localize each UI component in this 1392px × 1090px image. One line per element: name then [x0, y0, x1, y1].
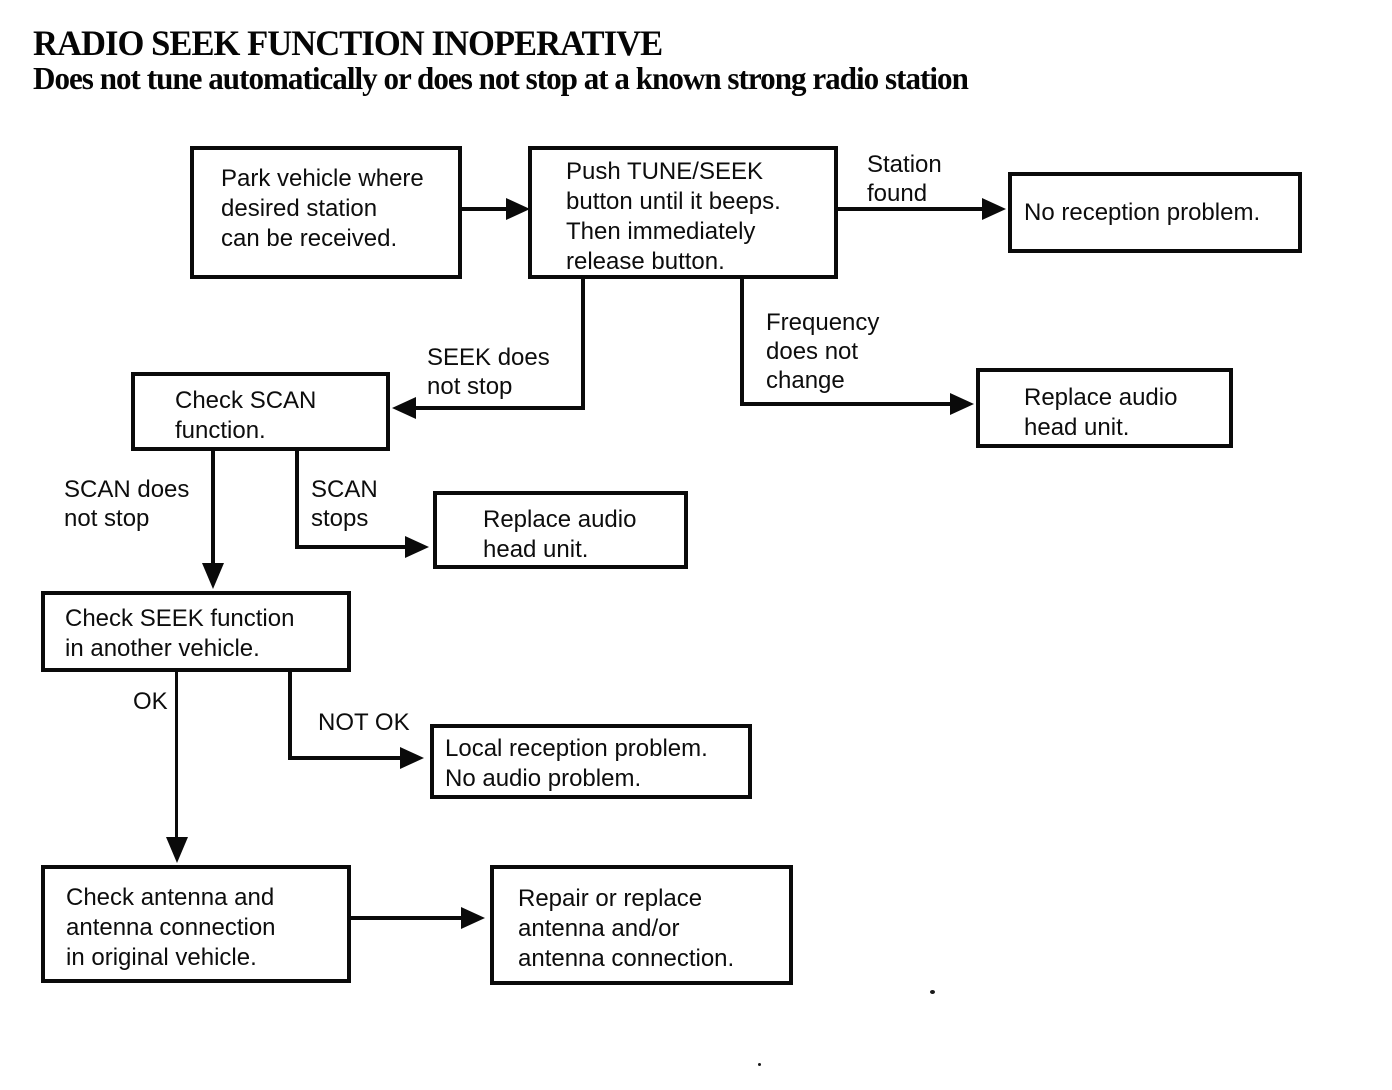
edge-label-not-ok: NOT OK — [318, 709, 410, 736]
arrowhead-antenna-to-repair — [461, 907, 485, 929]
edge-label-frequency-does-not-change: Frequency does not change — [766, 309, 880, 394]
arrowhead-station-found — [982, 198, 1006, 220]
arrow-line-not-ok-horizontal — [290, 756, 402, 760]
node-check-seek-another-vehicle: Check SEEK function in another vehicle. — [41, 591, 351, 672]
arrow-line-seek-not-stop-horizontal — [413, 406, 585, 410]
node-replace-audio-head-scan: Replace audio head unit. — [433, 491, 688, 569]
node-local-reception-problem: Local reception problem. No audio proble… — [430, 724, 752, 799]
arrowhead-park-to-push — [506, 198, 530, 220]
node-repair-antenna: Repair or replace antenna and/or antenna… — [490, 865, 793, 985]
arrow-line-station-found — [838, 207, 984, 211]
arrow-line-not-ok-vertical — [288, 672, 292, 760]
arrow-line-frequency-horizontal — [742, 402, 952, 406]
node-check-antenna: Check antenna and antenna connection in … — [41, 865, 351, 983]
node-push-tune-seek: Push TUNE/SEEK button until it beeps. Th… — [528, 146, 838, 279]
scan-artifact-dot — [930, 990, 935, 994]
node-park-vehicle: Park vehicle where desired station can b… — [190, 146, 462, 279]
edge-label-station-found: Station found — [867, 151, 942, 207]
page-subtitle: Does not tune automatically or does not … — [33, 60, 969, 96]
arrowhead-seek-not-stop — [392, 397, 416, 419]
edge-label-scan-stops: SCAN stops — [311, 476, 378, 532]
arrow-line-scan-not-stop — [211, 451, 215, 564]
arrowhead-scan-not-stop — [202, 563, 224, 589]
node-replace-audio-head-frequency: Replace audio head unit. — [976, 368, 1233, 448]
node-no-reception-problem: No reception problem. — [1008, 172, 1302, 253]
edge-label-scan-does-not-stop: SCAN does not stop — [64, 476, 190, 532]
arrow-line-ok — [175, 672, 178, 838]
edge-label-seek-does-not-stop: SEEK does not stop — [427, 344, 550, 400]
arrow-line-seek-not-stop-vertical — [581, 279, 585, 410]
node-check-scan: Check SCAN function. — [131, 372, 390, 451]
arrow-line-antenna-to-repair — [351, 916, 463, 920]
arrowhead-not-ok — [400, 747, 424, 769]
arrow-line-park-to-push — [462, 207, 508, 211]
arrow-line-scan-stops-horizontal — [297, 545, 407, 549]
edge-label-ok: OK — [133, 688, 168, 715]
arrow-line-scan-stops-vertical — [295, 451, 299, 549]
arrow-line-frequency-vertical — [740, 279, 744, 406]
arrowhead-frequency — [950, 393, 974, 415]
page-title: RADIO SEEK FUNCTION INOPERATIVE — [33, 23, 663, 63]
arrowhead-ok — [166, 837, 188, 863]
scan-artifact-dot — [758, 1063, 761, 1066]
arrowhead-scan-stops — [405, 536, 429, 558]
